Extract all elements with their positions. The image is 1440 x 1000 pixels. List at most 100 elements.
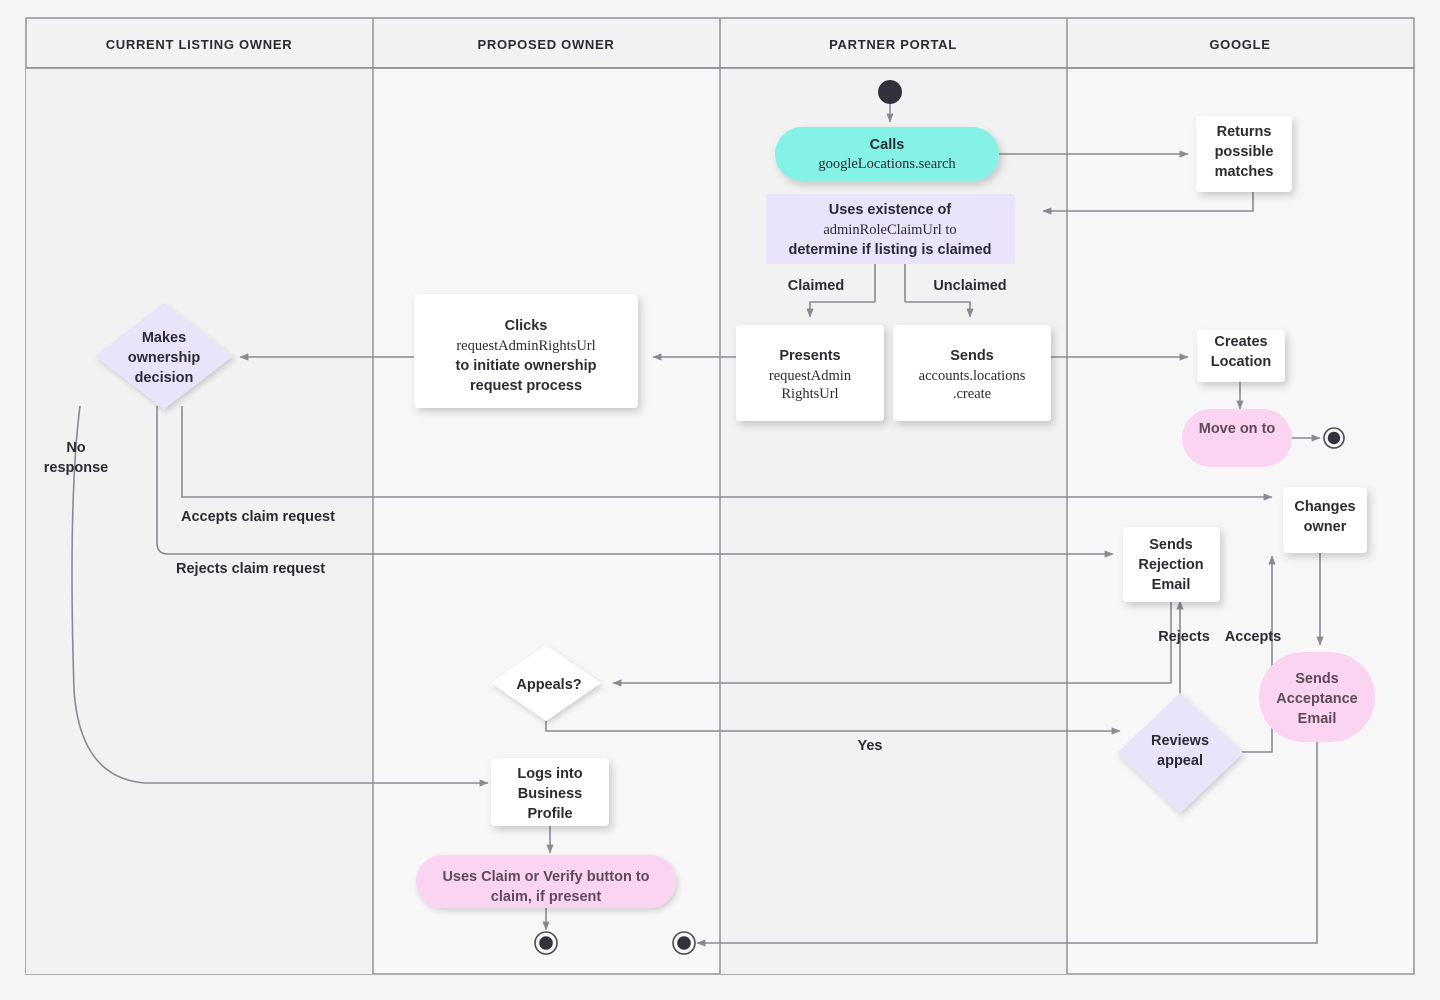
- calls-line-2: googleLocations.search: [818, 156, 956, 172]
- changes-owner-line-1: Changes: [1294, 499, 1355, 515]
- sends-rejection-email-line-2: Rejection: [1138, 557, 1203, 573]
- move-on-to-label: Move on to: [1199, 421, 1276, 437]
- node-end-partner-portal[interactable]: [672, 931, 696, 955]
- node-changes-owner[interactable]: Changes owner: [1283, 487, 1367, 553]
- changes-owner-line-2: owner: [1304, 519, 1347, 535]
- clicks-line-3: to initiate ownership: [456, 358, 597, 374]
- node-makes-ownership-decision[interactable]: Makes ownership decision: [95, 303, 233, 409]
- node-appeals[interactable]: Appeals?: [491, 645, 601, 721]
- makes-ownership-line-1: Makes: [142, 330, 186, 346]
- sends-acceptance-email-line-2: Acceptance: [1276, 691, 1357, 707]
- swimlane-grid: [25, 17, 1415, 975]
- lane-title-google: GOOGLE: [1209, 37, 1270, 52]
- lane-body-current-listing-owner: [26, 68, 373, 974]
- node-clicks-request-admin-rights-url[interactable]: Clicks requestAdminRightsUrl to initiate…: [414, 294, 638, 408]
- uses-claim-pill-shape: [416, 855, 676, 908]
- appeals-diamond-shape: [491, 645, 601, 721]
- uses-claim-line-1: Uses Claim or Verify button to: [442, 869, 649, 885]
- edge-claimed-branch: [806, 301, 875, 318]
- logs-into-line-2: Business: [518, 786, 582, 802]
- sends-acceptance-email-line-3: Email: [1298, 711, 1337, 727]
- makes-ownership-line-2: ownership: [128, 350, 201, 366]
- edge-no-response: [71, 405, 489, 787]
- edge-label-rejects: Rejects: [1158, 629, 1210, 645]
- sends-create-rect-shape: [893, 325, 1051, 421]
- edge-returns-to-uses: [1042, 187, 1254, 215]
- presents-line-2: requestAdmin: [769, 368, 852, 384]
- presents-line-3: RightsUrl: [781, 386, 838, 402]
- end-proposed-owner-outer-ring: [534, 931, 558, 955]
- edge-unclaimed-branch: [905, 301, 974, 318]
- edges: [71, 104, 1324, 947]
- logs-into-rect-shape: [491, 758, 609, 826]
- node-move-on-to[interactable]: Move on to: [1182, 409, 1292, 467]
- logs-into-line-1: Logs into: [517, 766, 582, 782]
- node-presents-request-admin-rights-url[interactable]: Presents requestAdmin RightsUrl: [736, 325, 884, 421]
- sends-create-line-2: accounts.locations: [919, 368, 1026, 384]
- clicks-rect-shape: [414, 294, 638, 408]
- presents-rect-shape: [736, 325, 884, 421]
- makes-ownership-line-3: decision: [135, 370, 194, 386]
- uses-existence-line-2: adminRoleClaimUrl to: [823, 222, 956, 238]
- node-reviews-appeal[interactable]: Reviews appeal: [1117, 693, 1243, 813]
- sends-rejection-email-line-1: Sends: [1149, 537, 1193, 553]
- clicks-line-2: requestAdminRightsUrl: [456, 338, 595, 354]
- presents-line-1: Presents: [779, 348, 840, 364]
- end-google-outer-ring: [1323, 427, 1345, 449]
- edge-accepts-claim-request: [181, 406, 1273, 501]
- node-start[interactable]: [878, 80, 902, 104]
- clicks-line-4: request process: [470, 378, 582, 394]
- uses-existence-line-1: Uses existence of: [829, 202, 952, 218]
- edge-label-claimed: Claimed: [788, 278, 844, 294]
- creates-location-line-2: Location: [1211, 354, 1271, 370]
- move-on-to-pill-shape: [1182, 409, 1292, 467]
- creates-location-rect-shape: [1197, 330, 1285, 382]
- node-returns-possible-matches[interactable]: Returns possible matches: [1196, 116, 1292, 192]
- changes-owner-rect-shape: [1283, 487, 1367, 553]
- uses-existence-line-3: determine if listing is claimed: [788, 242, 991, 258]
- sends-acceptance-email-pill-shape: [1259, 652, 1375, 742]
- edge-label-accepts: Accepts: [1225, 629, 1281, 645]
- sends-create-line-1: Sends: [950, 348, 994, 364]
- reviews-appeal-diamond-shape: [1117, 693, 1243, 813]
- sends-create-line-3: .create: [953, 386, 991, 402]
- edge-reviews-accepts: [1238, 555, 1276, 753]
- calls-line-1: Calls: [870, 137, 905, 153]
- logs-into-line-3: Profile: [527, 806, 572, 822]
- uses-claim-line-2: claim, if present: [491, 889, 602, 905]
- edge-label-rejects-claim-request: Rejects claim request: [176, 561, 325, 577]
- returns-rect-shape: [1196, 116, 1292, 192]
- sends-rejection-email-line-3: Email: [1152, 577, 1191, 593]
- lane-title-current-listing-owner: CURRENT LISTING OWNER: [106, 37, 293, 52]
- reviews-appeal-line-2: appeal: [1157, 753, 1203, 769]
- edge-label-accepts-claim-request: Accepts claim request: [181, 509, 335, 525]
- returns-line-3: matches: [1215, 164, 1274, 180]
- sends-acceptance-email-line-1: Sends: [1295, 671, 1339, 687]
- node-sends-rejection-email[interactable]: Sends Rejection Email: [1123, 527, 1220, 602]
- node-sends-acceptance-email[interactable]: Sends Acceptance Email: [1259, 652, 1375, 742]
- start-node-circle: [878, 80, 902, 104]
- appeals-label: Appeals?: [516, 677, 581, 693]
- end-proposed-owner-inner-dot: [539, 936, 553, 950]
- node-sends-accounts-locations-create[interactable]: Sends accounts.locations .create: [893, 325, 1051, 421]
- node-calls-google-locations-search[interactable]: Calls googleLocations.search: [775, 127, 999, 181]
- node-creates-location[interactable]: Creates Location: [1197, 330, 1285, 382]
- lane-title-proposed-owner: PROPOSED OWNER: [478, 37, 615, 52]
- clicks-line-1: Clicks: [505, 318, 548, 334]
- edge-label-yes: Yes: [858, 738, 883, 754]
- edge-rejection-email-to-appeals: [612, 601, 1172, 687]
- edge-label-no-response-line2: response: [44, 460, 108, 476]
- node-uses-existence-of-admin-role-claim-url[interactable]: Uses existence of adminRoleClaimUrl to d…: [766, 194, 1015, 264]
- uses-existence-rect-shape: [766, 194, 1015, 264]
- reviews-appeal-line-1: Reviews: [1151, 733, 1209, 749]
- node-logs-into-business-profile[interactable]: Logs into Business Profile: [491, 758, 609, 826]
- calls-pill-shape: [775, 127, 999, 181]
- node-uses-claim-or-verify-button[interactable]: Uses Claim or Verify button to claim, if…: [416, 855, 676, 908]
- edge-acceptance-email-to-end: [696, 733, 1318, 947]
- node-end-google[interactable]: [1323, 427, 1345, 449]
- returns-line-2: possible: [1215, 144, 1274, 160]
- node-end-proposed-owner[interactable]: [534, 931, 558, 955]
- edge-rejects-claim-request: [156, 406, 1114, 558]
